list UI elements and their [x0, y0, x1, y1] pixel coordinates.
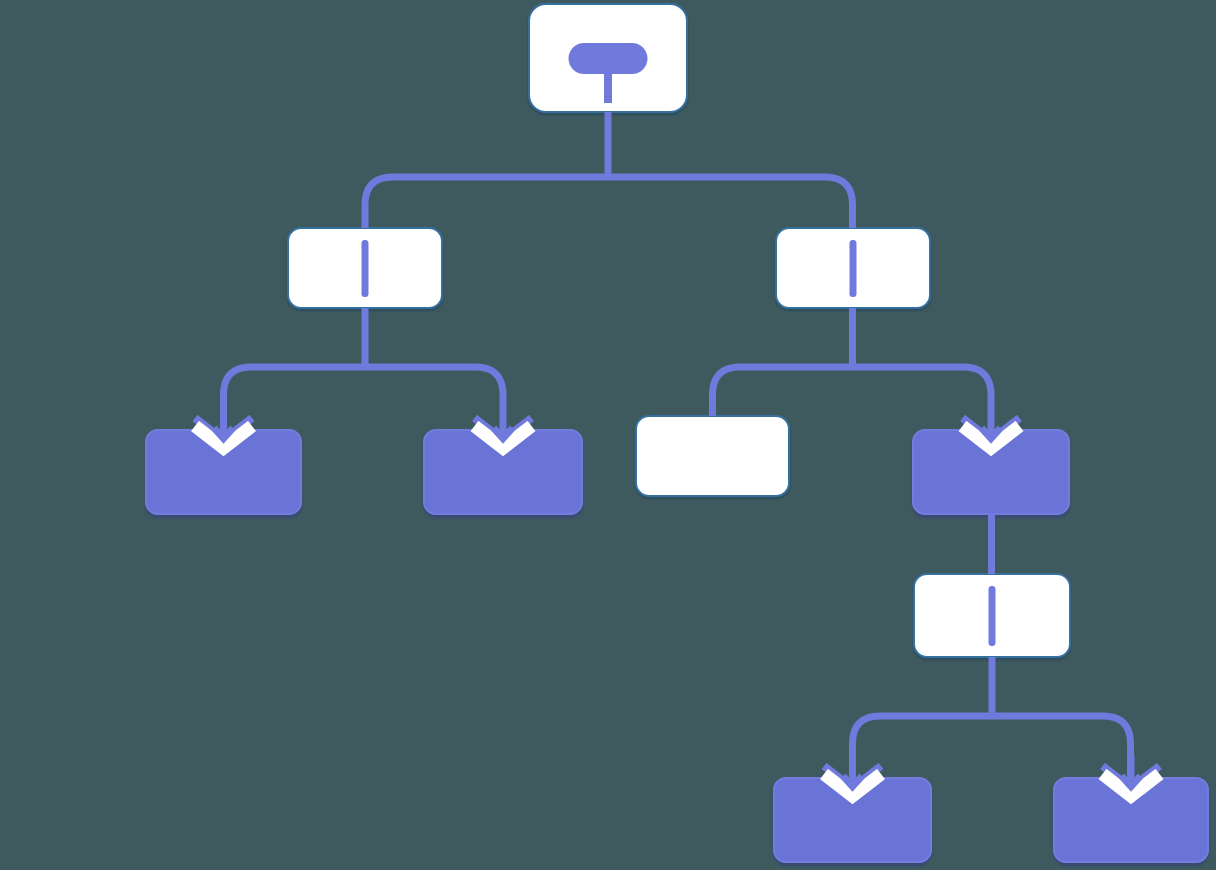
node-leaf-mid-left[interactable]: [423, 429, 583, 515]
node-leaf-bottom-left[interactable]: [773, 777, 932, 863]
node-root[interactable]: [528, 3, 688, 113]
tree-root-stem-icon: [604, 71, 612, 103]
node-branch-left[interactable]: [287, 227, 443, 309]
divider-bar-icon: [988, 586, 996, 646]
node-branch-lower[interactable]: [913, 573, 1071, 658]
node-child-open[interactable]: [635, 415, 790, 497]
divider-bar-icon: [849, 240, 857, 297]
node-branch-right[interactable]: [775, 227, 931, 309]
connector-rail-left: [220, 363, 507, 433]
divider-bar-icon: [361, 240, 369, 297]
connector-rail-top: [361, 173, 856, 228]
connector-rail-bottom: [849, 712, 1134, 780]
node-leaf-bottom-right[interactable]: [1053, 777, 1209, 863]
node-leaf-mid-right[interactable]: [912, 429, 1070, 515]
node-leaf-far-left[interactable]: [145, 429, 302, 515]
tree-root-icon: [568, 43, 648, 74]
